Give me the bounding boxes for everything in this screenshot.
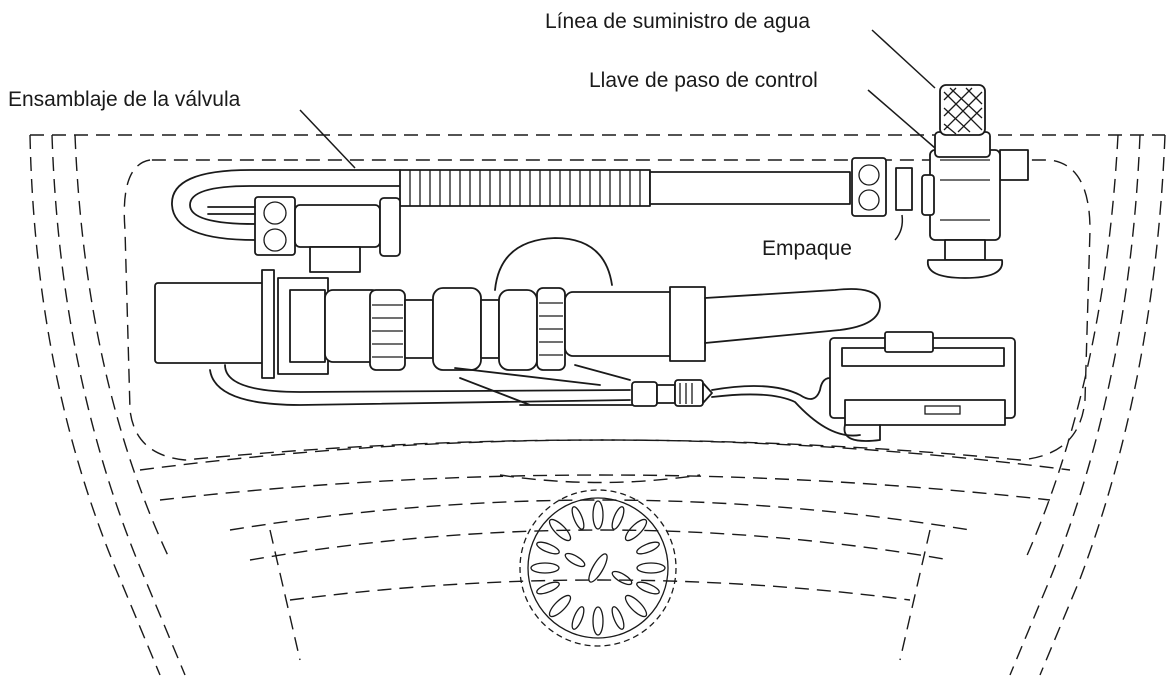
control-stop xyxy=(921,84,1029,279)
valve-assembly xyxy=(154,157,1016,442)
fixture-outline xyxy=(29,134,1166,676)
corrugated-tube xyxy=(409,170,641,206)
label-gasket: Empaque xyxy=(762,237,852,260)
label-water-supply-line: Línea de suministro de agua xyxy=(545,10,810,33)
leader-lines xyxy=(299,29,936,241)
drain-strainer xyxy=(519,489,677,647)
label-valve-assembly: Ensamblaje de la válvula xyxy=(8,88,241,111)
label-control-stop: Llave de paso de control xyxy=(589,69,818,92)
